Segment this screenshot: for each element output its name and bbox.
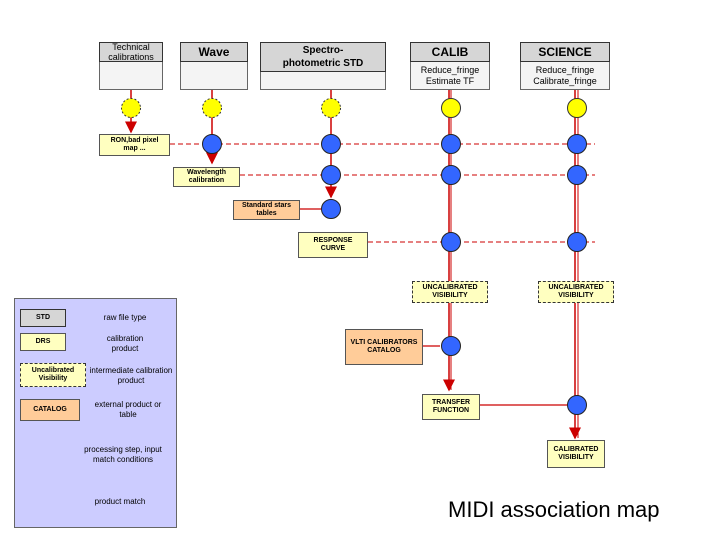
legend-catalog-swatch: CATALOG	[20, 399, 80, 421]
std-header-panel	[260, 72, 386, 90]
legend-match-desc: product match	[94, 497, 146, 506]
technical-header-label: Technical calibrations	[108, 42, 154, 62]
wave-header-label: Wave	[198, 45, 230, 59]
standard-stars-label: Standard stars tables	[241, 202, 292, 217]
legend-std-desc: raw file type	[103, 313, 147, 322]
wave-ron-match-node	[202, 134, 222, 154]
calib-wave-match-node	[441, 165, 461, 185]
wave-header: Wave	[180, 42, 248, 62]
science-header-panel: Reduce_fringe Calibrate_fringe	[520, 62, 610, 90]
legend-drs-desc: calibration product	[106, 334, 144, 353]
calib-header-line1: Reduce_fringe	[420, 64, 480, 75]
std-step-node	[321, 98, 341, 118]
vlti-catalog-label: VLTI CALIBRATORS CATALOG	[350, 339, 418, 354]
std-wave-match-node	[321, 165, 341, 185]
calib-response-match-node	[441, 232, 461, 252]
science-step-node	[567, 98, 587, 118]
calib-vlti-match-node	[441, 336, 461, 356]
response-curve-box: RESPONSE CURVE	[298, 232, 368, 258]
legend-std-label: STD	[36, 314, 50, 321]
technical-step-node	[121, 98, 141, 118]
std-header: Spectro-photometric STD	[260, 42, 386, 72]
response-curve-label: RESPONSE CURVE	[313, 237, 353, 252]
calib-header-label: CALIB	[431, 45, 469, 59]
legend-uncalibrated-label: Uncalibrated Visibility	[31, 367, 75, 382]
science-response-match-node	[567, 232, 587, 252]
diagram-title: MIDI association map	[448, 497, 660, 522]
legend-catalog-desc: external product or table	[94, 400, 162, 419]
science-ron-match-node	[567, 134, 587, 154]
science-header-line2: Calibrate_fringe	[533, 75, 597, 86]
std-stars-match-node	[321, 199, 341, 219]
calibrated-visibility-box: CALIBRATED VISIBILITY	[547, 440, 605, 468]
wave-header-panel	[180, 62, 248, 90]
standard-stars-box: Standard stars tables	[233, 200, 300, 220]
technical-header: Technical calibrations	[99, 42, 163, 62]
calib-header: CALIB	[410, 42, 490, 62]
calibrated-visibility-label: CALIBRATED VISIBILITY	[553, 446, 599, 461]
calib-header-line2: Estimate TF	[425, 75, 475, 86]
std-ron-match-node	[321, 134, 341, 154]
legend-panel: STD raw file type DRS calibration produc…	[14, 298, 177, 528]
wavelength-calibration-label: Wavelength calibration	[186, 169, 227, 184]
uncalibrated-visibility-calib-label: UNCALIBRATED VISIBILITY	[422, 284, 478, 299]
legend-drs-swatch: DRS	[20, 333, 66, 351]
vlti-catalog-box: VLTI CALIBRATORS CATALOG	[345, 329, 423, 365]
transfer-function-label: TRANSFER FUNCTION	[431, 399, 471, 414]
legend-step-desc: processing step, input match conditions	[84, 445, 162, 464]
wave-step-node	[202, 98, 222, 118]
calib-ron-match-node	[441, 134, 461, 154]
science-transfer-match-node	[567, 395, 587, 415]
calib-header-panel: Reduce_fringe Estimate TF	[410, 62, 490, 90]
science-header-label: SCIENCE	[538, 45, 592, 59]
uncalibrated-visibility-science-box: UNCALIBRATED VISIBILITY	[538, 281, 614, 303]
uncalibrated-visibility-calib-box: UNCALIBRATED VISIBILITY	[412, 281, 488, 303]
science-header: SCIENCE	[520, 42, 610, 62]
ron-bad-pixel-label: RON,bad pixel map ...	[110, 137, 159, 152]
legend-std-swatch: STD	[20, 309, 66, 327]
legend-uncalibrated-swatch: Uncalibrated Visibility	[20, 363, 86, 387]
wavelength-calibration-box: Wavelength calibration	[173, 167, 240, 187]
uncalibrated-visibility-science-label: UNCALIBRATED VISIBILITY	[548, 284, 604, 299]
calib-step-node	[441, 98, 461, 118]
legend-catalog-label: CATALOG	[33, 406, 67, 413]
transfer-function-box: TRANSFER FUNCTION	[422, 394, 480, 420]
legend-drs-label: DRS	[35, 338, 51, 345]
science-header-line1: Reduce_fringe	[535, 64, 595, 75]
std-header-label: Spectro-photometric STD	[282, 45, 364, 69]
science-wave-match-node	[567, 165, 587, 185]
ron-bad-pixel-box: RON,bad pixel map ...	[99, 134, 170, 156]
technical-header-panel	[99, 62, 163, 90]
legend-uncalibrated-desc: intermediate calibration product	[89, 366, 173, 385]
